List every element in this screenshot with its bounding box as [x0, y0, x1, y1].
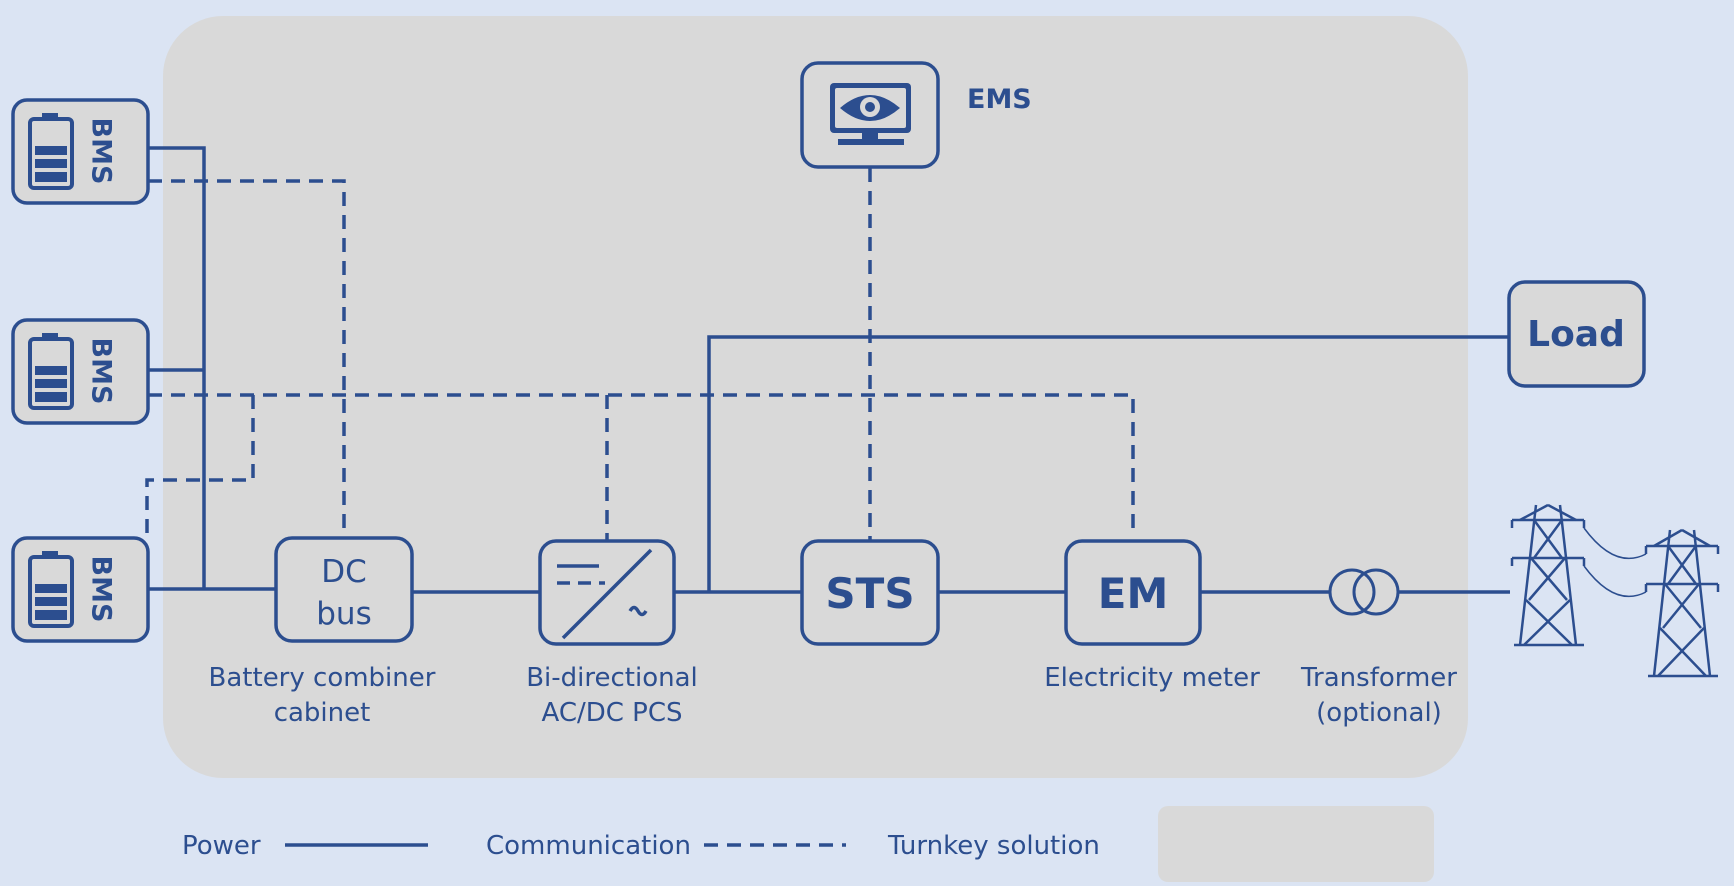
- em-box: EM: [1064, 539, 1202, 646]
- sts-label: STS: [825, 569, 914, 618]
- legend: Power Communication Turnkey solution: [182, 806, 1434, 882]
- transmission-tower-icon: [1510, 503, 1586, 647]
- bms-label-2: BMS: [86, 338, 117, 405]
- communication-lines: [145, 168, 1135, 541]
- pcs-box: [538, 539, 676, 646]
- combiner-caption-line1: Battery combiner: [209, 663, 436, 693]
- em-label: EM: [1098, 569, 1169, 618]
- dc-bus-box: DC bus: [274, 536, 414, 643]
- ac-dc-converter-icon: [557, 548, 653, 640]
- bms-box-2: BMS: [11, 318, 150, 425]
- ems-label: EMS: [967, 84, 1032, 115]
- battery-icon: [28, 113, 74, 190]
- transformer-caption-line2: (optional): [1316, 698, 1442, 728]
- bms-label-1: BMS: [86, 118, 117, 185]
- load-label: Load: [1527, 314, 1625, 355]
- legend-turnkey-swatch: [1158, 806, 1434, 882]
- combiner-caption-line2: cabinet: [274, 698, 371, 728]
- dc-bus-label-line1: DC: [321, 554, 367, 590]
- legend-communication-label: Communication: [486, 831, 691, 861]
- battery-icon: [28, 333, 74, 410]
- legend-power-label: Power: [182, 831, 261, 861]
- pcs-caption-line1: Bi-directional: [526, 663, 698, 693]
- power-cables: [1583, 527, 1647, 597]
- ems-box: [800, 61, 940, 169]
- pcs-caption-line2: AC/DC PCS: [541, 698, 682, 728]
- transformer-caption-line1: Transformer: [1300, 663, 1457, 693]
- transmission-tower-icon: [1644, 528, 1720, 678]
- bms-box-3: BMS: [11, 536, 150, 643]
- legend-turnkey-label: Turnkey solution: [887, 831, 1100, 861]
- battery-icon: [28, 551, 74, 628]
- transformer-icon: [1328, 568, 1400, 616]
- dc-bus-label-line2: bus: [316, 596, 371, 632]
- monitor-eye-icon: [830, 83, 911, 145]
- power-lines: [148, 146, 1510, 594]
- load-box: Load: [1507, 280, 1646, 388]
- bms-label-3: BMS: [86, 556, 117, 623]
- meter-caption: Electricity meter: [1044, 663, 1260, 693]
- bms-box-1: BMS: [11, 98, 150, 205]
- sts-box: STS: [800, 539, 940, 646]
